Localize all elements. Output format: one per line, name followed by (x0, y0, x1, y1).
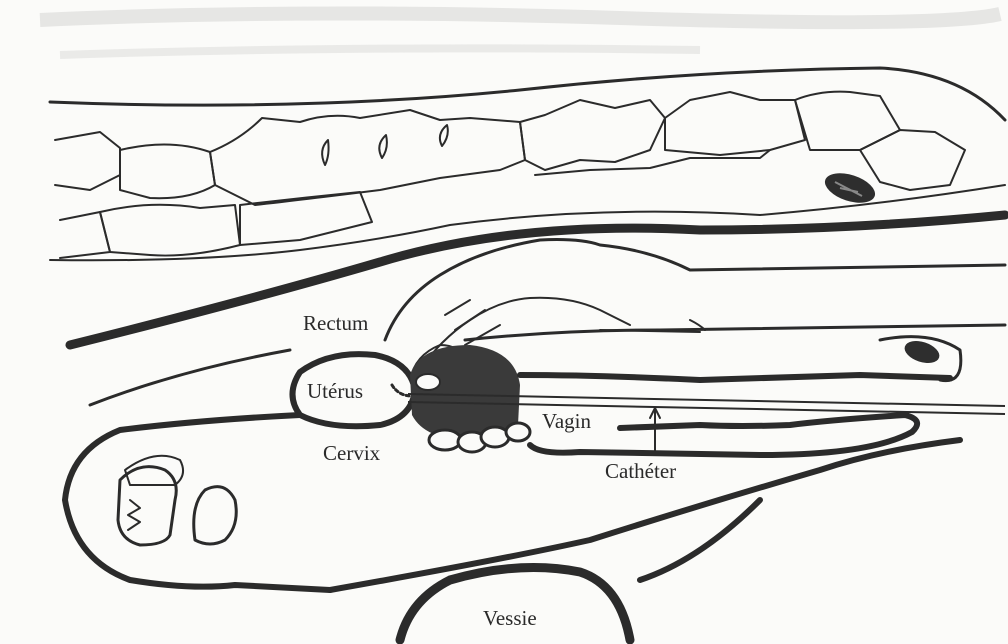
label-catheter: Cathéter (605, 459, 676, 483)
label-rectum: Rectum (303, 311, 368, 335)
scan-noise (40, 13, 1000, 55)
cervix (410, 345, 530, 452)
label-vessie: Vessie (483, 606, 537, 630)
label-vagin: Vagin (542, 409, 591, 433)
label-uterus: Utérus (307, 379, 363, 403)
label-cervix: Cervix (323, 441, 381, 465)
